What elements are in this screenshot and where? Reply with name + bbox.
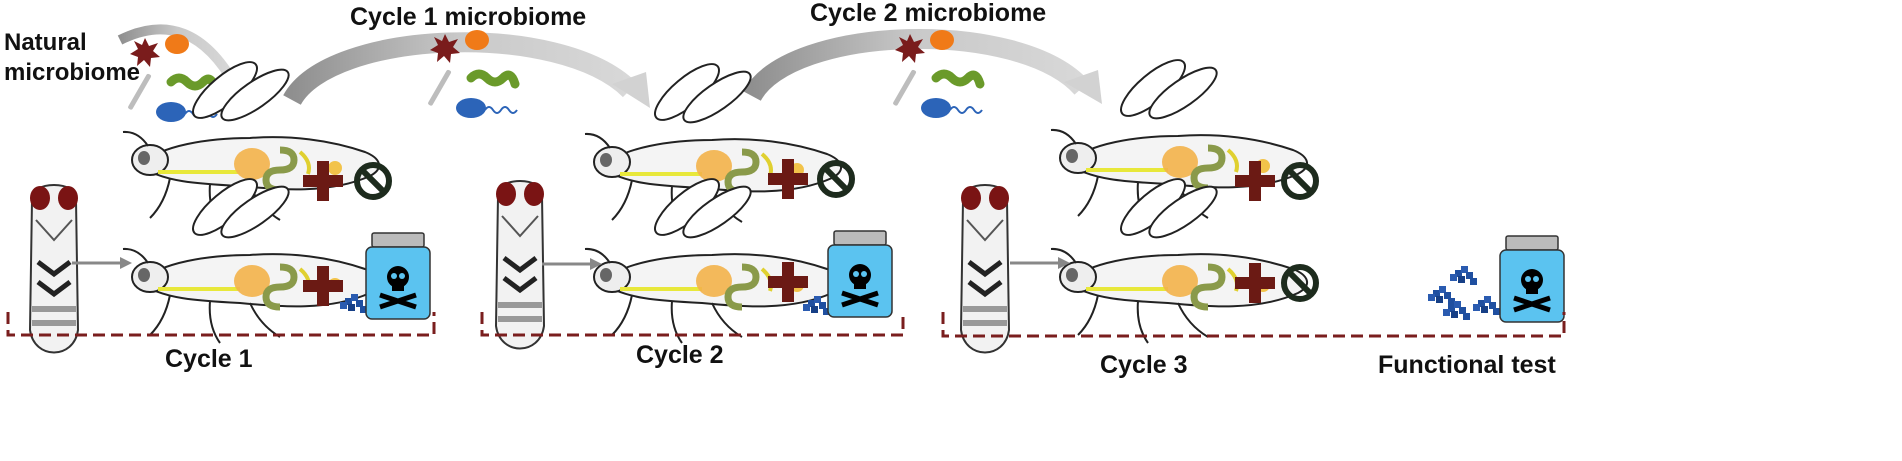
arrow-icon (70, 255, 134, 271)
curved-arrow-icon (743, 28, 1102, 104)
poison-bottle-icon (366, 233, 430, 319)
natural-microbiome-label-line2: microbiome (4, 59, 140, 86)
cycle2-microbiome-label: Cycle 2 microbiome (810, 0, 1046, 27)
fly-icon (1051, 171, 1307, 343)
cycle2-bracket (480, 312, 905, 337)
pupa-icon (496, 181, 544, 349)
arrow-icon (540, 256, 604, 272)
functional-test-label: Functional test (1378, 351, 1556, 379)
cycle2-label: Cycle 2 (636, 341, 724, 369)
cycle3-bracket (941, 312, 1566, 338)
cycle1-label: Cycle 1 (165, 345, 253, 373)
granules-icon (1428, 266, 1500, 320)
cycle1-bracket (6, 312, 436, 337)
pupa-icon (961, 185, 1009, 353)
cycle1-microbiome-label: Cycle 1 microbiome (350, 3, 586, 31)
fly-icon (123, 171, 379, 343)
arrow-icon (1008, 255, 1072, 271)
cycle3-label: Cycle 3 (1100, 351, 1188, 379)
pupa-icon (30, 185, 78, 353)
natural-microbiome-label-line1: Natural (4, 29, 87, 56)
fly-icon (585, 171, 841, 343)
poison-bottle-icon (828, 231, 892, 317)
poison-bottle-icon (1500, 236, 1564, 322)
